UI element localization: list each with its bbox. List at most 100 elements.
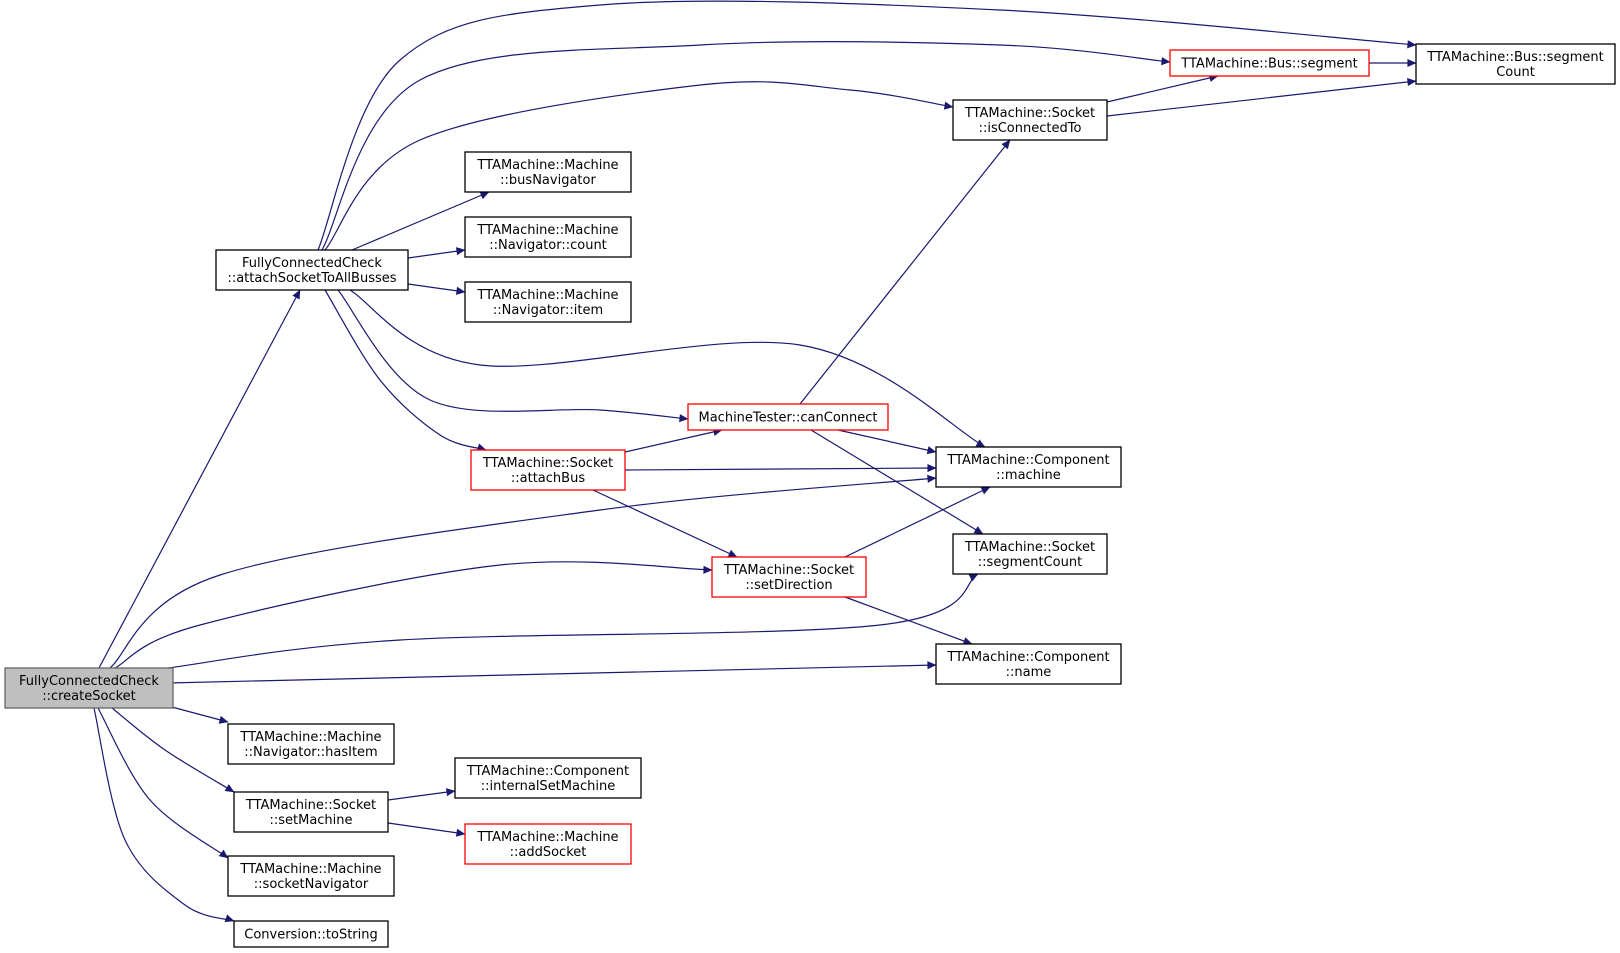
node-box (1169, 49, 1370, 77)
edge-attach-bus-to-can-connect (624, 427, 723, 453)
node-label-line: ::createSocket (42, 689, 136, 704)
node-label-line: FullyConnectedCheck (242, 256, 382, 271)
node-box (1415, 43, 1616, 85)
node-set-direction[interactable]: TTAMachine::Socket::setDirection (711, 556, 867, 598)
edge-is-connected-to-to-segment-count-bus (1106, 77, 1417, 117)
node-label-line: ::name (1006, 665, 1052, 680)
node-socket-navigator[interactable]: TTAMachine::Machine::socketNavigator (227, 855, 395, 897)
node-label-line: Conversion::toString (244, 928, 378, 943)
edge-set-machine-to-add-socket (387, 822, 466, 837)
node-socket-segment-count[interactable]: TTAMachine::Socket::segmentCount (952, 533, 1108, 575)
edge-attach-all-to-comp-machine (349, 289, 986, 448)
edge-create-socket-to-attach-all (98, 289, 301, 669)
node-label-line: ::socketNavigator (254, 877, 369, 892)
node-attach-bus[interactable]: TTAMachine::Socket::attachBus (470, 449, 626, 491)
edge-set-direction-to-comp-name (844, 596, 973, 645)
node-box (227, 723, 395, 765)
edge-attach-all-to-can-connect (337, 289, 689, 423)
edge-create-socket-to-set-direction (114, 561, 713, 669)
node-label-line: ::attachSocketToAllBusses (227, 271, 396, 286)
edge-attach-bus-to-set-direction (592, 489, 738, 558)
node-box (464, 216, 632, 258)
node-internal-set-machine[interactable]: TTAMachine::Component::internalSetMachin… (454, 757, 642, 799)
node-bus-segment[interactable]: TTAMachine::Bus::segment (1169, 49, 1370, 77)
edge-attach-bus-to-comp-machine (624, 464, 937, 473)
node-segment-count-bus[interactable]: TTAMachine::Bus::segmentCount (1415, 43, 1616, 85)
node-box (233, 791, 389, 833)
node-set-machine[interactable]: TTAMachine::Socket::setMachine (233, 791, 389, 833)
node-label-line: TTAMachine::Machine (239, 730, 381, 745)
edge-attach-all-to-bus-segment (321, 41, 1171, 251)
node-add-socket[interactable]: TTAMachine::Machine::addSocket (464, 823, 632, 865)
node-box (464, 281, 632, 323)
node-box (4, 667, 174, 709)
node-bus-navigator[interactable]: TTAMachine::Machine::busNavigator (464, 151, 632, 193)
node-box (935, 446, 1122, 488)
node-comp-machine[interactable]: TTAMachine::Component::machine (935, 446, 1122, 488)
node-box (227, 855, 395, 897)
node-label-line: TTAMachine::Bus::segment (1426, 50, 1603, 65)
edge-attach-all-to-is-connected-to (324, 81, 954, 251)
node-label-line: ::Navigator::hasItem (244, 745, 377, 760)
node-to-string[interactable]: Conversion::toString (233, 920, 389, 948)
node-box (215, 249, 409, 291)
node-box (935, 643, 1122, 685)
edge-attach-all-to-nav-item (407, 283, 466, 295)
node-label-line: TTAMachine::Component (466, 764, 629, 779)
edge-create-socket-to-comp-name (167, 661, 937, 684)
edge-create-socket-to-comp-machine (109, 474, 937, 669)
node-create-socket[interactable]: FullyConnectedCheck::createSocket (4, 667, 174, 709)
node-box (470, 449, 626, 491)
edge-set-machine-to-internal-set-machine (387, 788, 456, 801)
edge-attach-all-to-attach-bus (324, 289, 487, 452)
edge-attach-all-to-bus-navigator (351, 191, 490, 251)
node-nav-count[interactable]: TTAMachine::Machine::Navigator::count (464, 216, 632, 258)
call-edges (93, 0, 1417, 923)
edge-attach-all-to-nav-count (407, 247, 466, 259)
node-is-connected-to[interactable]: TTAMachine::Socket::isConnectedTo (952, 99, 1108, 141)
node-label-line: TTAMachine::Socket (723, 563, 854, 578)
node-box (464, 823, 632, 865)
edge-create-socket-to-has-item (167, 705, 229, 724)
node-can-connect[interactable]: MachineTester::canConnect (687, 403, 889, 431)
node-label-line: ::internalSetMachine (481, 779, 615, 794)
node-label-line: MachineTester::canConnect (699, 411, 878, 426)
node-box (952, 99, 1108, 141)
node-has-item[interactable]: TTAMachine::Machine::Navigator::hasItem (227, 723, 395, 765)
node-box (233, 920, 389, 948)
node-nav-item[interactable]: TTAMachine::Machine::Navigator::item (464, 281, 632, 323)
node-label-line: TTAMachine::Machine (239, 862, 381, 877)
edge-create-socket-to-to-string (93, 707, 235, 923)
node-label-line: TTAMachine::Component (946, 453, 1109, 468)
node-box (454, 757, 642, 799)
edge-create-socket-to-socket-navigator (97, 707, 229, 859)
node-label-line: ::machine (996, 468, 1061, 483)
node-box (464, 151, 632, 193)
edge-can-connect-to-is-connected-to (799, 139, 1011, 405)
node-comp-name[interactable]: TTAMachine::Component::name (935, 643, 1122, 685)
node-label-line: ::setDirection (745, 578, 832, 593)
node-box (711, 556, 867, 598)
node-label-line: TTAMachine::Socket (964, 540, 1095, 555)
node-box (952, 533, 1108, 575)
node-label-line: ::busNavigator (500, 173, 596, 188)
edge-set-direction-to-comp-machine (844, 486, 991, 558)
function-nodes: FullyConnectedCheck::createSocketFullyCo… (4, 43, 1616, 948)
node-attach-all[interactable]: FullyConnectedCheck::attachSocketToAllBu… (215, 249, 409, 291)
node-label-line: TTAMachine::Socket (964, 106, 1095, 121)
edge-attach-all-to-segment-count-bus (317, 0, 1417, 251)
node-label-line: FullyConnectedCheck (19, 674, 159, 689)
node-label-line: ::addSocket (510, 845, 587, 860)
node-label-line: ::attachBus (511, 471, 585, 486)
node-label-line: TTAMachine::Machine (476, 830, 618, 845)
node-label-line: TTAMachine::Machine (476, 223, 618, 238)
edge-is-connected-to-to-bus-segment (1106, 74, 1219, 103)
edge-create-socket-to-socket-segment-count (167, 573, 979, 669)
node-label-line: TTAMachine::Component (946, 650, 1109, 665)
edge-can-connect-to-socket-segment-count (810, 429, 984, 535)
node-label-line: Count (1496, 65, 1535, 80)
node-label-line: TTAMachine::Machine (476, 288, 618, 303)
node-label-line: ::setMachine (269, 813, 352, 828)
node-label-line: TTAMachine::Machine (476, 158, 618, 173)
